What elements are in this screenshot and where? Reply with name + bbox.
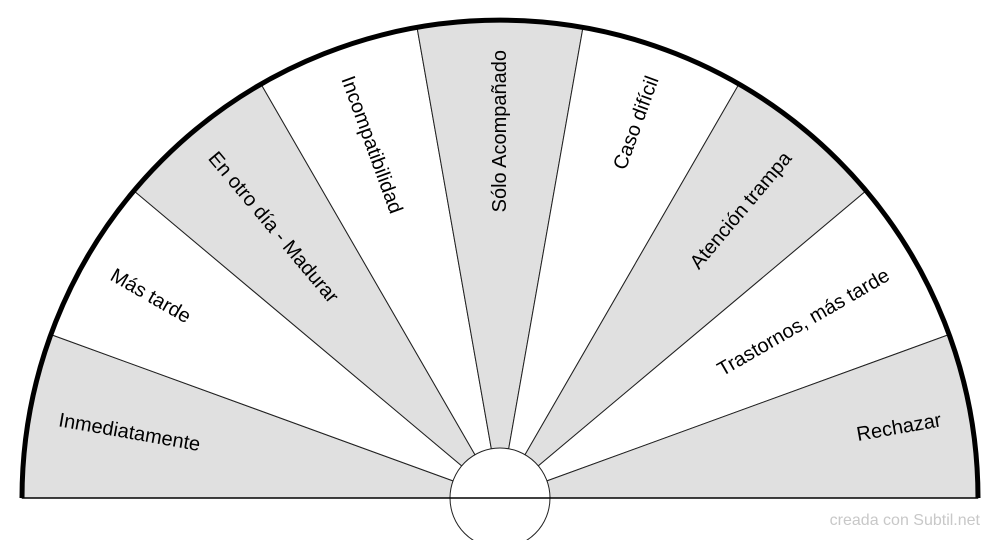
credit-text: creada con Subtil.net <box>829 512 980 529</box>
outer-rim <box>19 17 981 499</box>
sector-group <box>21 19 979 499</box>
center-hub <box>449 447 551 540</box>
sector-label-5: Sólo Acompañado <box>489 50 511 212</box>
